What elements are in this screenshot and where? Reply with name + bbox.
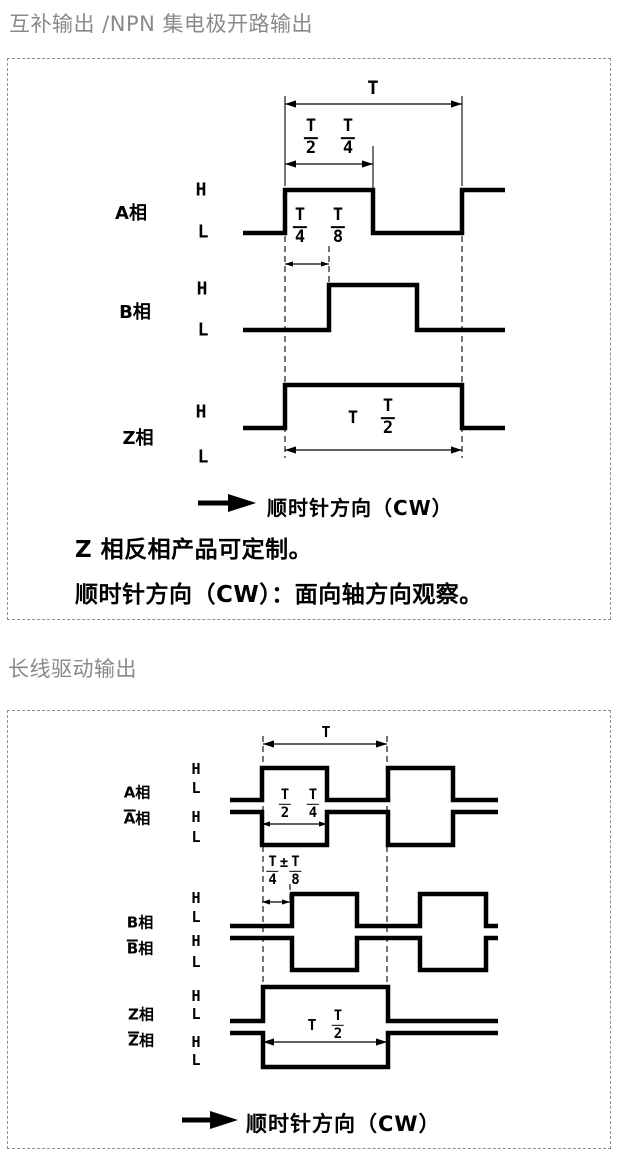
section2-title: 长线驱动输出 bbox=[8, 657, 137, 681]
note-cw-definition: 顺时针方向（CW）：面向轴方向观察。 bbox=[75, 582, 483, 608]
phase-z-bar-label: Z相 bbox=[128, 1031, 154, 1050]
dashed-guides bbox=[284, 236, 463, 458]
cw-direction-arrow-2 bbox=[182, 1111, 238, 1129]
waveform-phase-b bbox=[230, 891, 498, 929]
level-h-label: H bbox=[191, 808, 201, 826]
level-l-label: L bbox=[197, 446, 209, 468]
level-l-label: L bbox=[191, 828, 201, 846]
frac-T8: T 8 bbox=[330, 205, 346, 247]
plus-minus-sign: ± bbox=[279, 855, 289, 871]
phase-z-label: Z相 bbox=[128, 1005, 154, 1024]
level-l-label: L bbox=[191, 908, 201, 926]
section1-title: 互补输出 /NPN 集电极开路输出 bbox=[9, 12, 314, 36]
waveform-phase-z bbox=[243, 382, 505, 431]
level-h-label: H bbox=[191, 760, 201, 778]
frac-T2: T 2 bbox=[380, 396, 396, 438]
cw-direction-arrow-1 bbox=[198, 494, 256, 512]
frac-T4: T 4 bbox=[306, 786, 320, 821]
waveform-phase-b bbox=[243, 282, 505, 333]
level-l-label: L bbox=[197, 221, 209, 243]
level-l-label: L bbox=[191, 1051, 201, 1069]
waveform-phase-a-bar bbox=[230, 809, 498, 848]
level-h-label: H bbox=[196, 278, 208, 300]
frac-T2: T 2 bbox=[303, 116, 319, 158]
waveform-phase-a bbox=[243, 187, 505, 236]
diagram2-dimension-arrows bbox=[262, 740, 387, 1046]
phase-b-label: B相 bbox=[126, 913, 154, 932]
z-T-label: T bbox=[347, 408, 359, 428]
waveform-phase-z-bar bbox=[230, 1030, 498, 1070]
level-h-label: H bbox=[191, 889, 201, 907]
level-h-label: H bbox=[195, 401, 207, 423]
phase-z-label: Z相 bbox=[122, 428, 154, 449]
diagram1-dimension-arrows bbox=[285, 100, 462, 454]
cw-direction-label-2: 顺时针方向（CW） bbox=[246, 1112, 441, 1136]
level-h-label: H bbox=[191, 932, 201, 950]
level-l-label: L bbox=[197, 319, 209, 341]
period-T-label: T bbox=[367, 77, 379, 99]
b-offset-tolerance: T 4 ± T 8 bbox=[266, 853, 302, 888]
level-l-label: L bbox=[191, 779, 201, 797]
z-T-label: T bbox=[307, 1016, 317, 1034]
diagram1-border bbox=[7, 58, 611, 620]
waveform-phase-z bbox=[230, 984, 498, 1024]
note-z-invert: Z 相反相产品可定制。 bbox=[75, 537, 313, 563]
cw-direction-label-1: 顺时针方向（CW） bbox=[267, 496, 453, 520]
frac-T2: T 2 bbox=[331, 1007, 345, 1042]
frac-T4: T 4 bbox=[340, 116, 356, 158]
phase-a-label: A相 bbox=[123, 783, 151, 802]
level-l-label: L bbox=[191, 1005, 201, 1023]
level-h-label: H bbox=[191, 1033, 201, 1051]
waveform-phase-a bbox=[230, 765, 498, 803]
level-h-label: H bbox=[191, 987, 201, 1005]
period-T-label: T bbox=[321, 723, 331, 741]
phase-a-bar-label: A相 bbox=[123, 809, 151, 828]
frac-T4: T 4 bbox=[292, 205, 308, 247]
level-l-label: L bbox=[191, 953, 201, 971]
frac-T8: T 8 bbox=[289, 853, 302, 888]
diagram2-waveforms bbox=[230, 765, 498, 1070]
waveform-phase-b-bar bbox=[230, 935, 498, 973]
phase-b-label: B相 bbox=[119, 302, 151, 323]
diagram2-border bbox=[7, 710, 611, 1149]
extension-lines bbox=[284, 96, 463, 188]
level-h-label: H bbox=[195, 179, 207, 201]
phase-b-bar-label: B相 bbox=[126, 939, 154, 958]
diagram1-waveforms bbox=[243, 187, 505, 431]
phase-a-label: A相 bbox=[115, 203, 147, 224]
frac-T4: T 4 bbox=[266, 853, 279, 888]
frac-T2: T 2 bbox=[278, 786, 292, 821]
